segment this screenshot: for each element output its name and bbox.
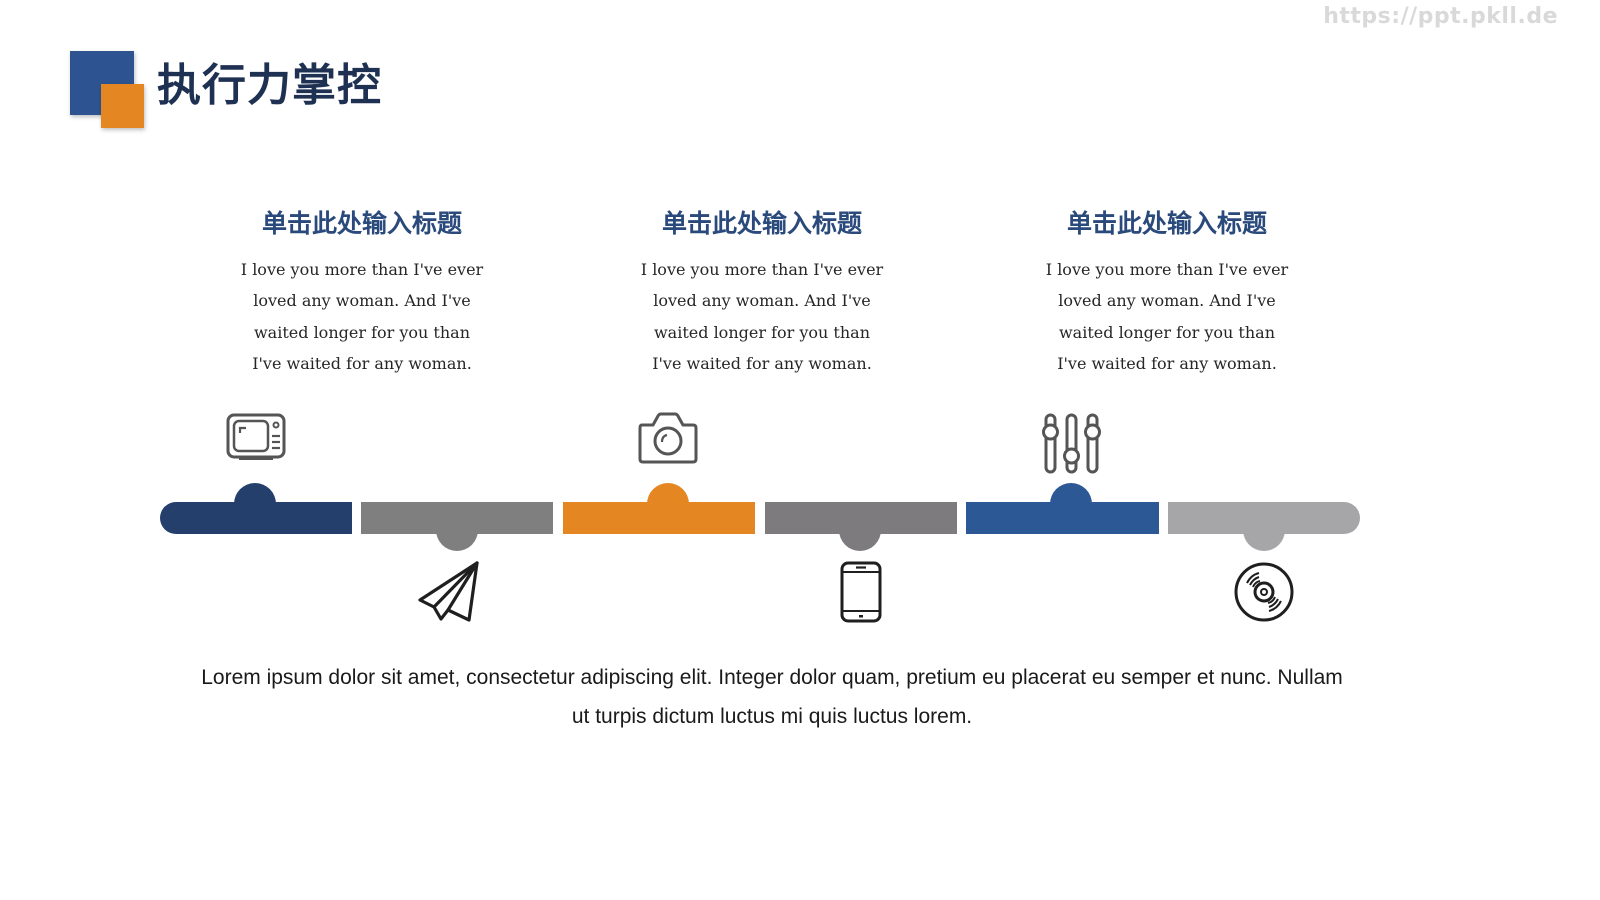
- body-line: I've waited for any woman.: [1057, 353, 1277, 373]
- smartphone-icon: [840, 561, 882, 623]
- tv-icon: [226, 413, 286, 460]
- watermark-url: https://ppt.pkll.de: [1323, 4, 1558, 29]
- paper-plane-icon: [418, 561, 479, 622]
- body-line: I love you more than I've ever: [640, 260, 884, 279]
- column-heading[interactable]: 单击此处输入标题: [1066, 209, 1267, 238]
- timeline-segment-6: [1168, 502, 1360, 534]
- body-line: waited longer for you than: [1058, 322, 1275, 342]
- timeline-segment-3: [563, 502, 755, 534]
- camera-icon: [638, 412, 698, 464]
- body-line: I've waited for any woman.: [252, 353, 472, 373]
- timeline-segment-4: [765, 502, 957, 534]
- logo-orange-square: [101, 84, 144, 128]
- timeline-segment-1: [160, 502, 352, 534]
- body-line: loved any woman. And I've: [253, 291, 471, 311]
- disc-icon: [1234, 562, 1294, 622]
- column-heading[interactable]: 单击此处输入标题: [261, 209, 462, 238]
- timeline-segment-2: [361, 502, 553, 534]
- footer-line-1: Lorem ipsum dolor sit amet, consectetur …: [201, 666, 1343, 689]
- text-column-1: 单击此处输入标题 I love you more than I've ever …: [202, 204, 522, 379]
- footer-line-2: ut turpis dictum luctus mi quis luctus l…: [571, 705, 973, 728]
- column-heading[interactable]: 单击此处输入标题: [661, 209, 862, 238]
- column-body[interactable]: I love you more than I've ever loved any…: [202, 254, 522, 379]
- page-title: 执行力掌控: [157, 60, 382, 111]
- body-line: waited longer for you than: [653, 322, 870, 342]
- timeline-segment-5: [966, 502, 1159, 534]
- body-line: loved any woman. And I've: [653, 291, 871, 311]
- body-line: loved any woman. And I've: [1058, 291, 1276, 311]
- body-line: I love you more than I've ever: [240, 260, 484, 279]
- column-body[interactable]: I love you more than I've ever loved any…: [1007, 254, 1327, 379]
- sliders-icon: [1042, 413, 1101, 474]
- footer-paragraph[interactable]: Lorem ipsum dolor sit amet, consectetur …: [150, 658, 1394, 736]
- column-body[interactable]: I love you more than I've ever loved any…: [602, 254, 922, 379]
- body-line: waited longer for you than: [253, 322, 470, 342]
- text-column-3: 单击此处输入标题 I love you more than I've ever …: [1007, 204, 1327, 379]
- text-column-2: 单击此处输入标题 I love you more than I've ever …: [602, 204, 922, 379]
- body-line: I've waited for any woman.: [652, 353, 872, 373]
- body-line: I love you more than I've ever: [1045, 260, 1289, 279]
